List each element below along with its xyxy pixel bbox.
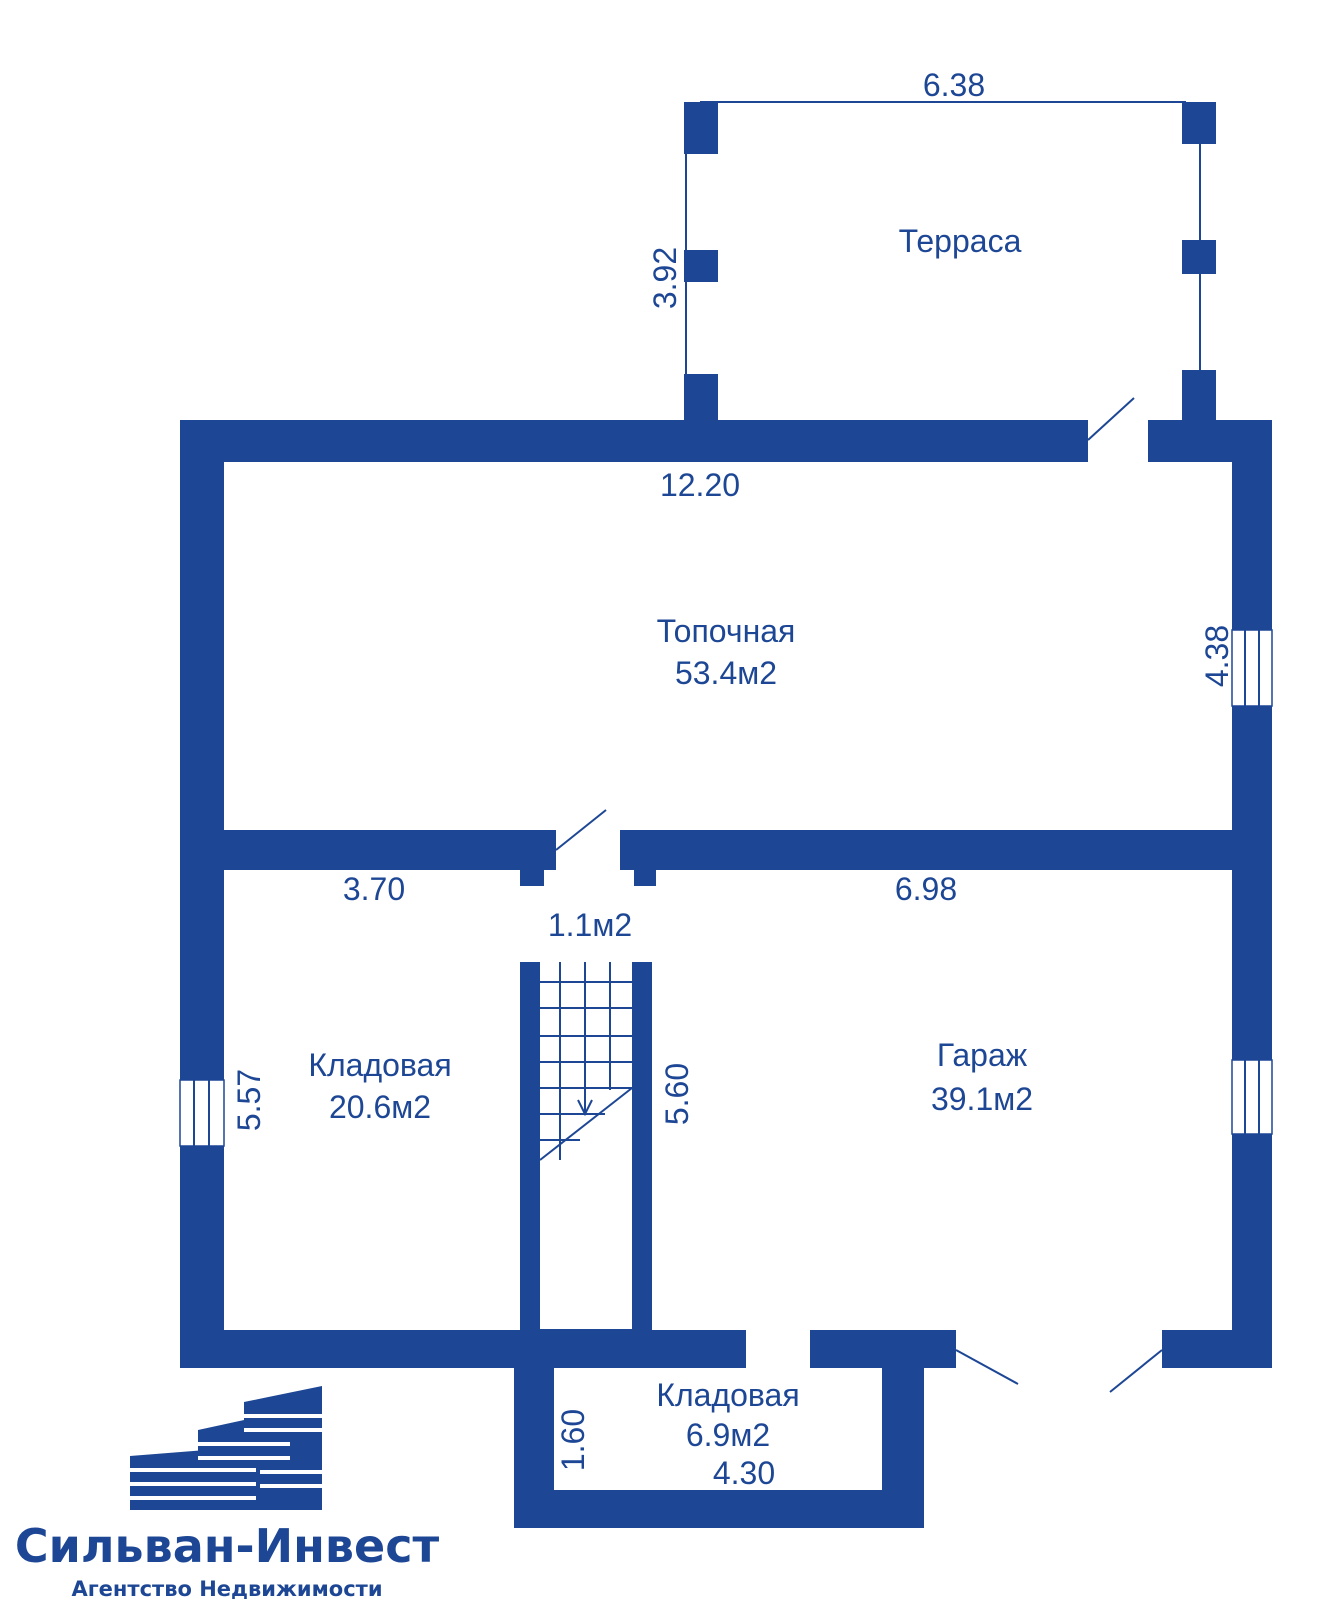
terrace <box>684 101 1216 426</box>
dimension-storage-left-width: 3.70 <box>343 871 405 907</box>
storage-left-name: Кладовая <box>308 1047 451 1083</box>
garage-name: Гараж <box>937 1037 1028 1073</box>
door-garage-left <box>955 1349 1019 1385</box>
window-right-upper <box>1231 629 1273 707</box>
building-icon <box>130 1386 322 1510</box>
storage-small-name: Кладовая <box>656 1377 799 1413</box>
dimension-stair-depth: 5.60 <box>659 1063 695 1125</box>
hall-area: 1.1м2 <box>548 907 632 943</box>
boiler-room-name: Топочная <box>657 613 796 649</box>
boiler-room-area: 53.4м2 <box>675 655 777 691</box>
storage-annex <box>514 1330 956 1528</box>
storage-small-area: 6.9м2 <box>686 1417 770 1453</box>
company-logo: Сильван-Инвест Агентство Недвижимости <box>15 1386 440 1600</box>
garage-area: 39.1м2 <box>931 1081 1033 1117</box>
window-left <box>179 1079 225 1147</box>
dimension-garage-width: 6.98 <box>895 871 957 907</box>
dimension-terrace-width: 6.38 <box>923 67 985 103</box>
stairs <box>539 962 633 1331</box>
dimension-storage-left-depth: 5.57 <box>231 1069 267 1131</box>
dimension-house-width: 12.20 <box>660 467 740 503</box>
interior-walls <box>224 830 1232 1330</box>
door-terrace <box>1087 397 1135 441</box>
terrace-name: Терраса <box>899 223 1022 259</box>
door-boiler <box>555 809 607 851</box>
door-garage-right <box>1109 1349 1163 1393</box>
storage-left-area: 20.6м2 <box>329 1089 431 1125</box>
dimension-small-storage-depth: 1.60 <box>555 1409 591 1471</box>
logo-company-name: Сильван-Инвест <box>15 1519 440 1573</box>
exterior-walls <box>180 420 1272 1368</box>
dimension-small-storage-width: 4.30 <box>713 1455 775 1491</box>
logo-subtitle: Агентство Недвижимости <box>71 1577 382 1600</box>
window-right-lower <box>1231 1059 1273 1135</box>
dimension-boiler-depth: 4.38 <box>1199 625 1235 687</box>
dimension-terrace-depth: 3.92 <box>647 247 683 309</box>
